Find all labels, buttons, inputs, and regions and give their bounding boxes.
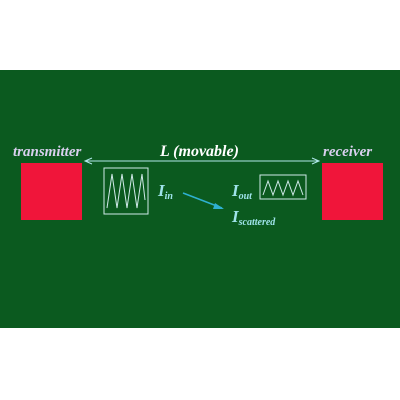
- i-scattered-main: I: [232, 207, 239, 226]
- input-wave: [106, 173, 146, 209]
- receiver-label: receiver: [323, 144, 373, 160]
- input-wave-box: [103, 167, 149, 215]
- i-in-sub: in: [164, 191, 173, 202]
- distance-label: L (movable): [160, 143, 239, 160]
- i-in-main: I: [158, 181, 165, 200]
- i-out-main: I: [232, 181, 239, 200]
- output-wave: [262, 179, 304, 197]
- distance-arrowhead-left: [83, 157, 93, 165]
- i-in-label: Iin: [158, 182, 173, 202]
- output-wave-box: [259, 174, 307, 200]
- i-scattered-sub: scattered: [238, 217, 276, 228]
- distance-arrowhead-right: [311, 157, 321, 165]
- i-scattered-label: Iscattered: [232, 208, 275, 228]
- transmitter-label: transmitter: [13, 144, 82, 160]
- receiver-block: [322, 163, 383, 220]
- scatter-arrowhead: [213, 203, 224, 209]
- transmitter-block: [21, 163, 82, 220]
- i-out-sub: out: [238, 191, 252, 202]
- i-out-label: Iout: [232, 182, 252, 202]
